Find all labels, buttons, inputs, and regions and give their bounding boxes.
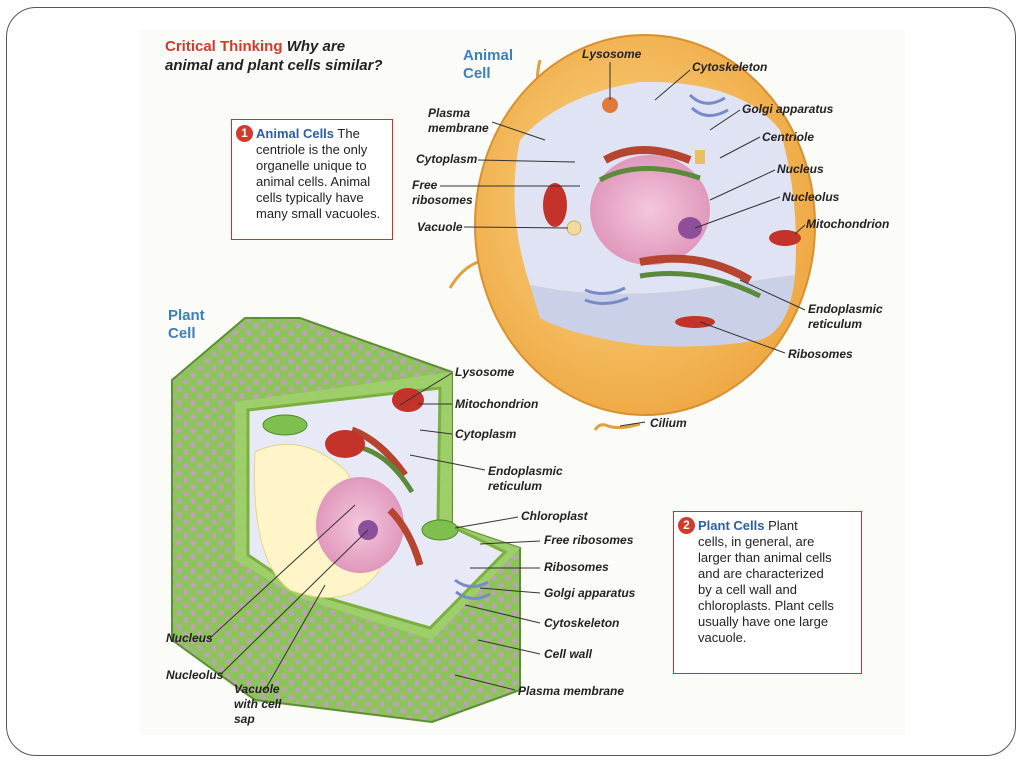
label-line: sap	[234, 712, 255, 726]
animal-label-nucleolus: Nucleolus	[782, 190, 840, 204]
plant-label-golgi: Golgi apparatus	[544, 586, 636, 600]
animal-label-centriole: Centriole	[762, 130, 815, 144]
plant-box-title: Plant Cells	[698, 518, 765, 533]
plant-box-line: larger than animal cells	[698, 550, 832, 565]
plant-title-line1: Plant	[168, 307, 205, 324]
critical-thinking-prefix: Critical Thinking	[165, 38, 283, 55]
animal-box-title: Animal Cells	[256, 126, 335, 141]
animal-cell-title: Animal Cell	[463, 47, 533, 83]
animal-box-line: The	[337, 126, 360, 141]
animal-cells-info-box: 1 Animal Cells The centriole is the only…	[231, 119, 393, 240]
plant-box-line: cells, in general, are	[698, 534, 815, 549]
animal-box-line: centriole is the only	[256, 142, 368, 157]
plant-box-line: Plant	[768, 518, 798, 533]
heading-question-line2: animal and plant cells similar?	[165, 57, 383, 74]
animal-label-endoplasmic-reticulum: Endoplasmic reticulum	[808, 302, 883, 332]
animal-label-free-ribosomes: Free ribosomes	[412, 178, 473, 208]
plant-label-vacuole: Vacuole with cell sap	[234, 682, 281, 727]
plant-label-lysosome: Lysosome	[455, 365, 515, 379]
plant-box-line: by a cell wall and	[698, 582, 797, 597]
label-line: Plasma	[428, 106, 471, 120]
heading-question-line1: Why are	[286, 38, 346, 55]
plant-box-line: and are characterized	[698, 566, 824, 581]
plant-cell-title: Plant Cell	[168, 307, 238, 343]
plant-box-line: chloroplasts. Plant cells	[698, 598, 834, 613]
animal-label-nucleus: Nucleus	[777, 162, 824, 176]
animal-box-line: many small vacuoles.	[256, 206, 381, 221]
label-line: membrane	[428, 121, 489, 135]
label-line: reticulum	[808, 317, 863, 331]
box-number-badge: 2	[678, 517, 695, 534]
animal-label-plasma-membrane: Plasma membrane	[428, 106, 489, 136]
animal-label-cilium: Cilium	[650, 416, 687, 430]
label-line: Endoplasmic	[808, 302, 883, 316]
plant-cell-art	[171, 317, 521, 724]
plant-label-nucleolus: Nucleolus	[166, 668, 224, 682]
leader-lines	[209, 62, 806, 691]
animal-label-cytoplasm: Cytoplasm	[416, 152, 478, 166]
plant-label-plasma-membrane: Plasma membrane	[518, 684, 625, 698]
plant-label-cytoplasm: Cytoplasm	[455, 427, 517, 441]
label-line: with cell	[234, 697, 282, 711]
animal-box-line: cells typically have	[256, 190, 364, 205]
plant-label-mitochondrion: Mitochondrion	[455, 397, 539, 411]
label-line: Endoplasmic	[488, 464, 563, 478]
label-line: Free	[412, 178, 438, 192]
plant-label-endoplasmic-reticulum: Endoplasmic reticulum	[488, 464, 563, 494]
animal-cell-art	[448, 34, 816, 431]
plant-label-chloroplast: Chloroplast	[521, 509, 588, 523]
label-line: reticulum	[488, 479, 543, 493]
plant-label-free-ribosomes: Free ribosomes	[544, 533, 634, 547]
plant-label-nucleus: Nucleus	[166, 631, 213, 645]
animal-box-line: animal cells. Animal	[256, 174, 371, 189]
animal-box-line: organelle unique to	[256, 158, 367, 173]
critical-thinking-heading: Critical Thinking Why are animal and pla…	[165, 37, 425, 75]
animal-title-line2: Cell	[463, 65, 491, 82]
animal-title-line1: Animal	[463, 47, 514, 64]
label-line: ribosomes	[412, 193, 473, 207]
plant-label-cytoskeleton: Cytoskeleton	[544, 616, 620, 630]
plant-label-cell-wall: Cell wall	[544, 647, 593, 661]
box-number-badge: 1	[236, 125, 253, 142]
plant-box-line: usually have one large	[698, 614, 829, 629]
plant-title-line2: Cell	[168, 325, 196, 342]
animal-label-mitochondrion: Mitochondrion	[806, 217, 890, 231]
animal-label-cytoskeleton: Cytoskeleton	[692, 60, 768, 74]
animal-label-ribosomes: Ribosomes	[788, 347, 853, 361]
animal-label-lysosome: Lysosome	[582, 47, 642, 61]
label-line: Vacuole	[234, 682, 280, 696]
plant-box-line: vacuole.	[698, 630, 747, 645]
animal-label-vacuole: Vacuole	[417, 220, 463, 234]
animal-label-golgi: Golgi apparatus	[742, 102, 834, 116]
plant-cells-info-box: 2 Plant Cells Plant cells, in general, a…	[673, 511, 862, 674]
plant-label-ribosomes: Ribosomes	[544, 560, 609, 574]
